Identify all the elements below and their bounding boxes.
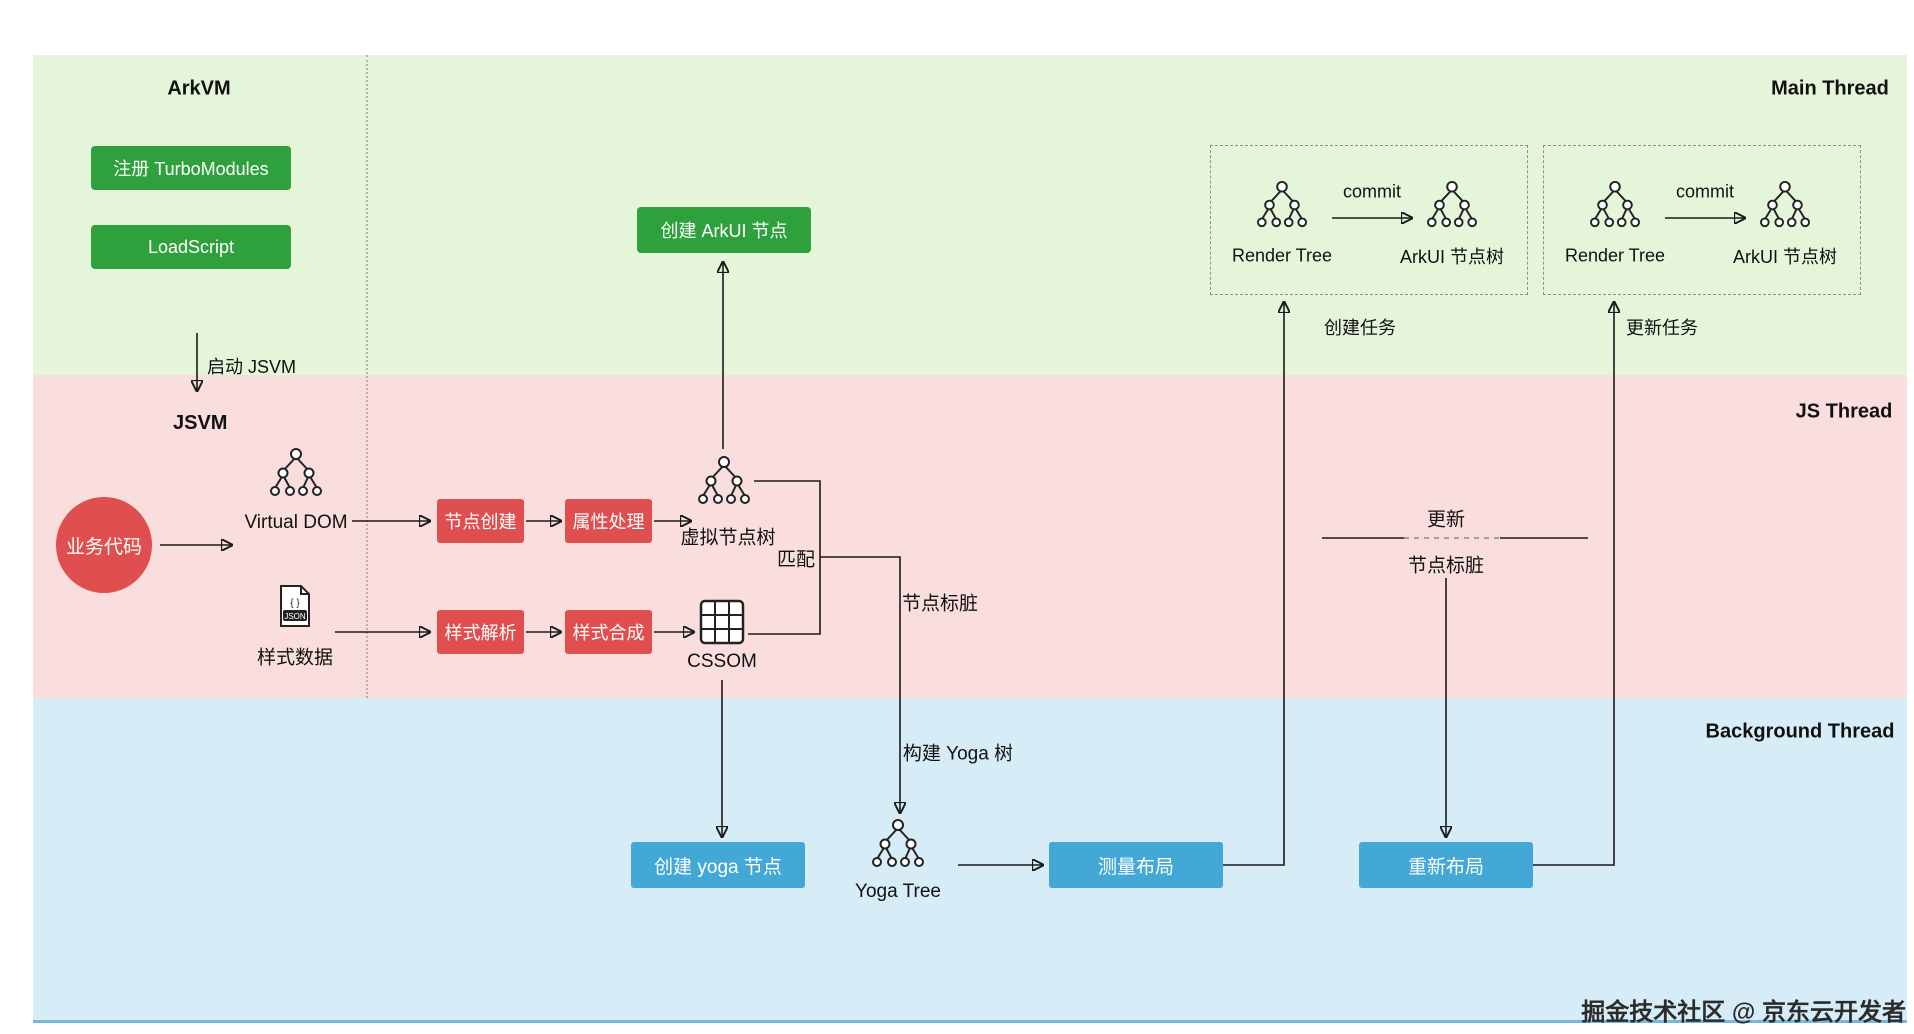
update-task-label: 更新任务 [1626,318,1698,338]
loadscript-node: LoadScript [91,225,291,269]
build-yoga-tree-label: 构建 Yoga 树 [902,743,1014,765]
cssom-label: CSSOM [687,651,757,672]
create-arkui-node: 创建 ArkUI 节点 [637,207,811,253]
update-node-mark-dirty-label: 节点标脏 [1407,555,1485,577]
background-thread-title: Background Thread [1705,720,1895,743]
create-yoga-node-box: 创建 yoga 节点 [631,842,805,888]
style-data-label: 样式数据 [256,647,334,669]
arkui-tree-icon-1 [1425,180,1479,230]
arkvm-column-separator [366,55,368,698]
render-tree-icon-1 [1255,180,1309,230]
render-tree-label-2: Render Tree [1564,245,1666,266]
render-tree-icon-2 [1588,180,1642,230]
node-mark-dirty-label: 节点标脏 [901,593,979,615]
relayout-box: 重新布局 [1359,842,1533,888]
register-turbomodules-node: 注册 TurboModules [91,146,291,190]
create-task-label: 创建任务 [1324,318,1396,338]
style-compose-box: 样式合成 [565,610,652,654]
match-label: 匹配 [776,549,816,571]
cssom-table-icon [699,599,745,645]
measure-layout-box: 测量布局 [1049,842,1223,888]
business-code-node: 业务代码 [56,497,152,593]
virtual-dom-label: Virtual DOM [244,512,348,533]
commit-label-2: commit [1676,181,1734,202]
arkvm-title: ArkVM [167,77,231,100]
commit-group-1 [1210,145,1528,295]
attr-process-box: 属性处理 [565,499,652,543]
commit-group-2 [1543,145,1861,295]
arkui-tree-label-2: ArkUI 节点树 [1732,247,1838,267]
virtual-dom-tree-icon [268,447,324,499]
js-thread-title: JS Thread [1795,400,1893,423]
update-label: 更新 [1426,509,1466,531]
virtual-node-tree-icon [696,455,752,507]
virtual-node-tree-label: 虚拟节点树 [680,527,776,549]
render-tree-label-1: Render Tree [1231,245,1333,266]
json-file-icon [277,584,313,628]
node-create-box: 节点创建 [437,499,524,543]
arkui-tree-icon-2 [1758,180,1812,230]
jsvm-title: JSVM [173,412,228,434]
arkui-tree-label-1: ArkUI 节点树 [1399,247,1505,267]
yoga-tree-icon [870,818,926,870]
watermark: 掘金技术社区 @ 京东云开发者 [1581,999,1906,1026]
start-jsvm-label: 启动 JSVM [207,357,297,377]
yoga-tree-label: Yoga Tree [855,881,941,902]
commit-label-1: commit [1343,181,1401,202]
main-thread-title: Main Thread [1771,77,1889,100]
style-parse-box: 样式解析 [437,610,524,654]
